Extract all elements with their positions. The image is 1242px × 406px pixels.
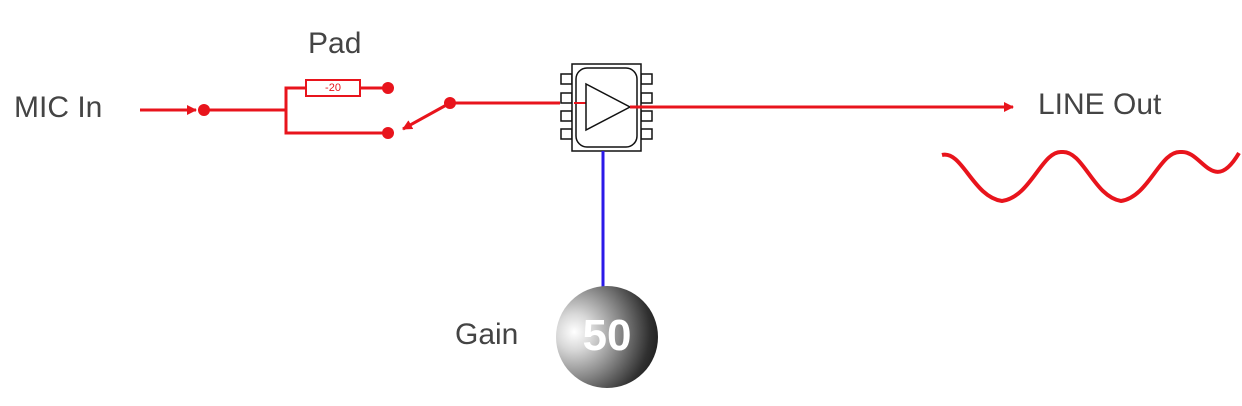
mic-in-label: MIC In [14, 91, 103, 124]
input-junction-dot [198, 104, 210, 116]
line-out-label: LINE Out [1038, 88, 1162, 121]
pad-branch-wires [284, 82, 394, 139]
switch-lever[interactable] [402, 101, 451, 131]
pad-switch[interactable] [402, 97, 560, 131]
gain-knob[interactable]: 50 [556, 286, 658, 388]
pad-contact-dot [382, 82, 394, 94]
pad-resistor [305, 79, 361, 97]
input-wire [140, 104, 286, 116]
pad-value: -20 [325, 82, 341, 94]
gain-value: 50 [582, 311, 632, 360]
amplifier-chip [560, 63, 653, 152]
opamp-triangle-icon [585, 82, 632, 132]
sine-wave-icon [941, 150, 1241, 203]
gain-label: Gain [455, 318, 519, 351]
bypass-contact-dot [382, 127, 394, 139]
pad-label: Pad [308, 27, 362, 60]
